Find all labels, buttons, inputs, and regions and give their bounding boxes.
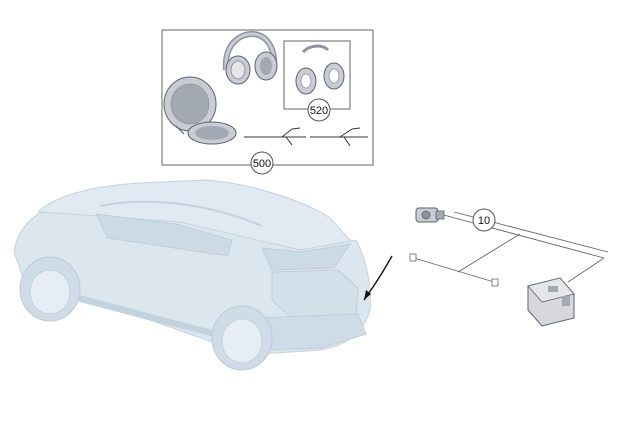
car-illustration <box>13 179 393 371</box>
cable-illustration-1 <box>244 127 306 146</box>
control-module-illustration <box>527 277 575 327</box>
callout-500-label: 500 <box>253 158 271 170</box>
callout-10[interactable]: 10 <box>472 208 496 232</box>
callout-520[interactable]: 520 <box>307 98 331 122</box>
sensor-wiring <box>413 211 609 283</box>
callout-520-label: 520 <box>310 105 328 117</box>
cable-illustration-2 <box>310 127 368 147</box>
sensor-kit-group: 10 <box>409 207 609 327</box>
callout-10-label: 10 <box>478 215 490 227</box>
accessory-kit-group: 520 500 <box>161 29 374 175</box>
headphones-illustration <box>222 30 278 85</box>
ear-cushion-illustration <box>295 44 345 95</box>
carry-case-illustration <box>163 76 237 145</box>
connector-end-2 <box>491 278 499 287</box>
connector-end-1 <box>409 253 417 262</box>
callout-500[interactable]: 500 <box>250 151 274 175</box>
park-sensor-illustration <box>415 207 445 223</box>
